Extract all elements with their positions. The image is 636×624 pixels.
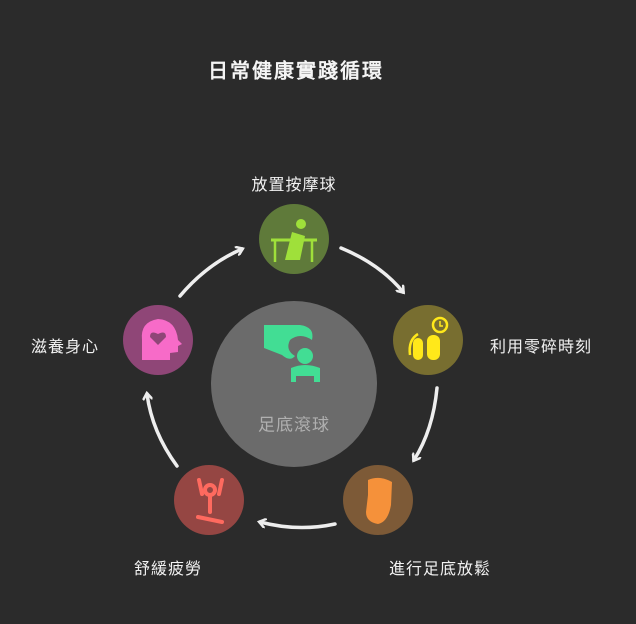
hand-placing-ball-icon (264, 325, 320, 382)
step-label-5: 滋養身心 (30, 337, 100, 356)
step-label-3: 進行足底放鬆 (388, 559, 492, 578)
step-node-5 (123, 305, 193, 375)
person-at-desk-icon (271, 219, 317, 262)
step-label-1: 放置按摩球 (251, 175, 337, 194)
step-node-2 (393, 305, 463, 375)
fingers-clock-icon (408, 316, 449, 360)
center-label: 足底滾球 (258, 415, 330, 436)
center-circle (211, 301, 377, 467)
step-node-1 (259, 204, 329, 274)
arrow-2 (414, 386, 439, 460)
foot-icon (366, 477, 392, 524)
step-node-3 (343, 465, 413, 535)
arrow-1 (339, 246, 403, 292)
step-node-4 (174, 465, 244, 535)
meditation-icon (196, 478, 224, 524)
arrow-3 (260, 522, 337, 530)
diagram-title: 日常健康實踐循環 (208, 58, 384, 83)
step-label-2: 利用零碎時刻 (489, 337, 593, 356)
arrow-5 (178, 249, 242, 298)
head-heart-icon (141, 319, 182, 360)
step-label-4: 舒緩疲勞 (133, 559, 203, 578)
arrow-4 (147, 394, 179, 468)
